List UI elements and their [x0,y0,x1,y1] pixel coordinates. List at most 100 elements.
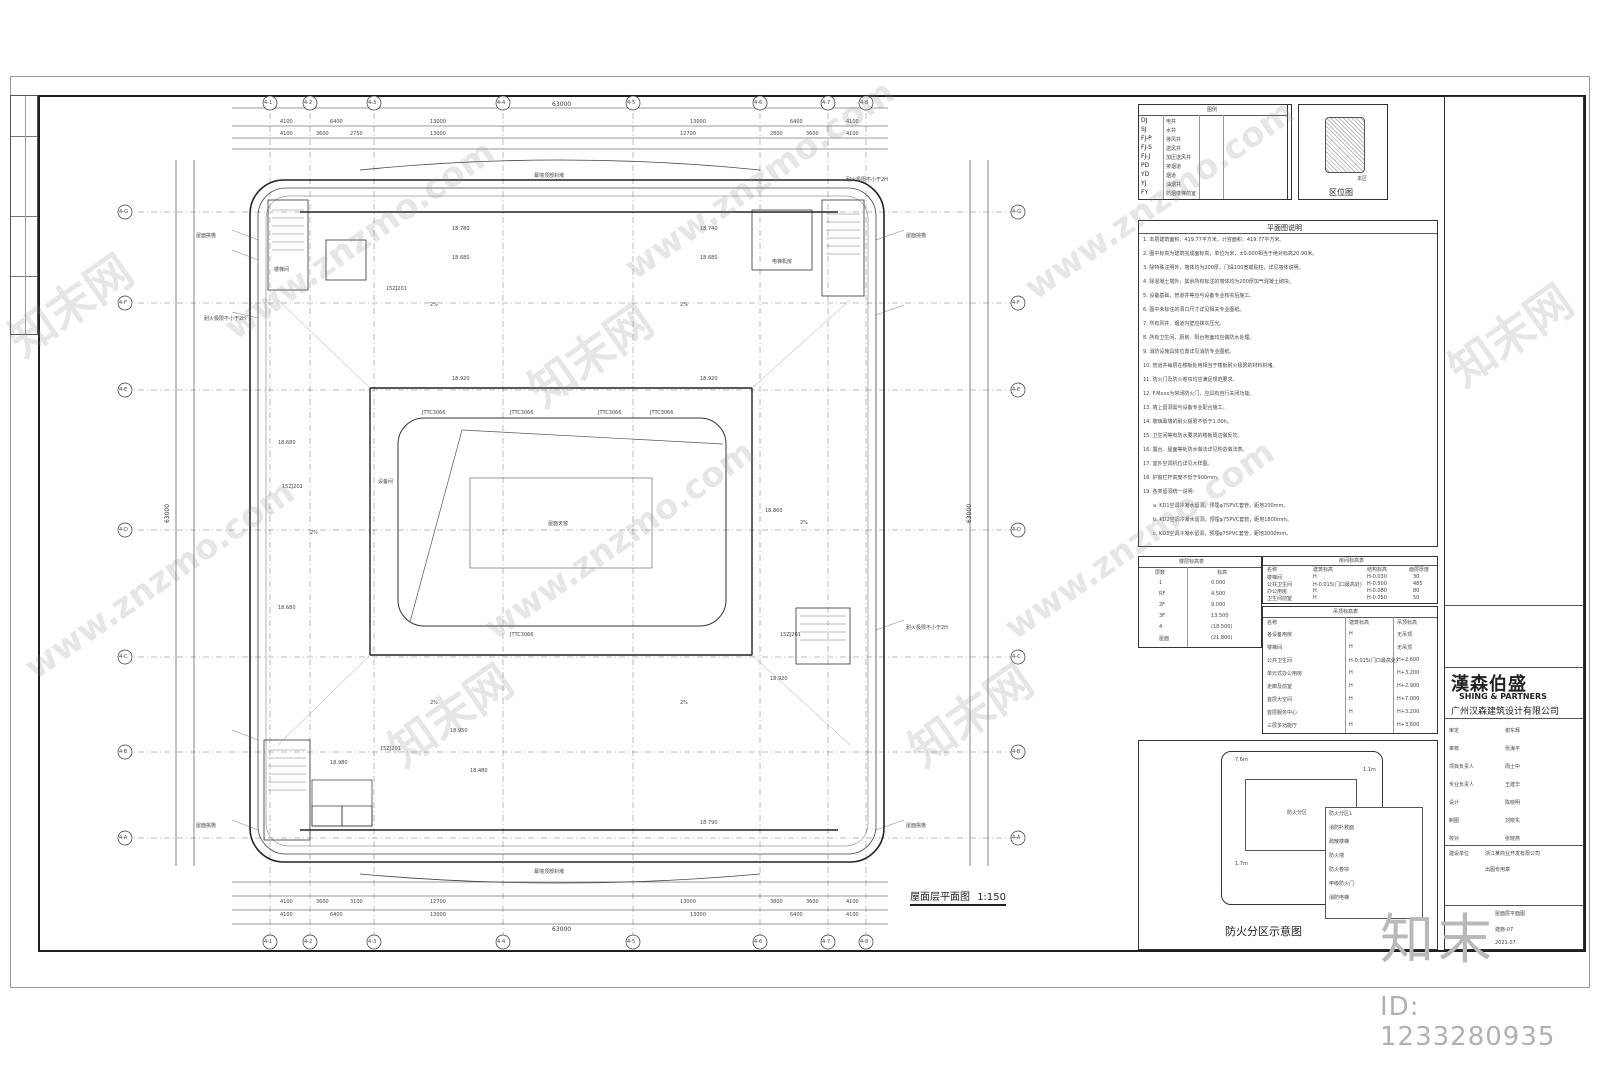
note-line: 5. 设备基础，管道井等应与设备专业核实后施工。 [1143,293,1255,299]
sig-role: 专业负责人 [1449,782,1475,788]
room-finish-cell: 50 [1413,595,1420,601]
ceiling-cell: H+3.200 [1397,670,1420,676]
project-label: 建设单位 [1449,851,1470,857]
fire-legend-item: 防火墙 [1329,853,1345,859]
dim-top2-1: 4100 [280,131,293,137]
note-line: 4. 除混凝土墙外，其余所有标注的墙体均为200厚加气混凝土砌块。 [1143,279,1294,285]
grid-label: 4-5 [627,939,636,945]
slope-label: 2% [430,302,438,308]
elevation-tag: 18.680 [700,255,718,261]
ceiling-cell: 楼梯间 [1267,645,1283,651]
stamp-label: 出图专用章 [1485,867,1511,873]
image-id: ID: 1233280935 [1380,992,1556,1052]
fire-diagram-title: 防火分区示意图 [1225,925,1302,938]
project-name: 浙江某商业开发有限公司 [1485,851,1541,857]
drawing-frame [38,95,1586,952]
slope-label: 2% [310,530,318,536]
note-line: 2. 图中标高为建筑完成面标高，单位为米，±0.000相当于绝对标高20.90米… [1143,251,1318,257]
note-subline: a. KD1空调冷凝水留洞，预埋φ75PVC套管，距地200mm。 [1153,503,1289,509]
ceiling-cell: 无吊顶 [1397,632,1413,638]
sig-role: 制图 [1449,818,1460,824]
elevation-tag: 18.920 [770,676,788,682]
room-finish-cell: 卫生间前室 [1267,596,1293,602]
dim-bot2-2: 6400 [330,912,343,918]
signature-rows: 审定 谢东辉 审核 张海平 项目负责人 周士中 专业负责人 王建华 设计 陈晓明… [1445,723,1583,843]
ceiling-cell: H [1349,644,1353,650]
room-finish-cell: H [1313,574,1317,580]
room-label-elevator: 电梯机房 [772,259,793,265]
floor-cell: 1 [1159,580,1163,586]
project-block: 建设单位 浙江某商业开发有限公司 出图专用章 [1445,845,1583,906]
grid-label: 4-G [1012,209,1022,215]
dim-bot-2: 3600 [316,899,329,905]
ceiling-header: 吊顶标高 [1397,620,1418,626]
floor-cell: 2F [1159,602,1166,608]
ridge-note: 屋面挑檐 [906,823,927,829]
room-finish-table: 房间标高表 名称 建筑标高 结构标高 面层厚度 楼梯间 H H-0.030 30… [1262,556,1438,604]
title-block: 漢森伯盛 SHING & PARTNERS 广州汉森建筑设计有限公司 审定 谢东… [1444,96,1584,950]
fire-rating-note: 耐火极限不小于2H [846,177,888,183]
dim-top-2: 6400 [330,119,343,125]
dim-bot-4: 12700 [430,899,446,905]
legend-code: PD [1141,162,1150,169]
room-finish-cell: 公共卫生间 [1267,582,1293,588]
elevation-tag: 18.680 [278,440,296,446]
fire-legend-item: 消防扑救面 [1329,825,1355,831]
sig-name: 刘晓东 [1505,818,1521,824]
ceiling-cell: 走廊及前室 [1267,684,1293,690]
grid-label: 4-7 [822,100,831,106]
legend-item: 防烟楼梯前室 [1166,191,1197,197]
sheet-info-block: 屋面层平面图 建施-07 2021.07 [1445,905,1583,952]
floor-cell: (21.800) [1211,635,1233,641]
legend-table: 图例 DJ SJ FJ-P FJ-S FJ-J PD YD YJ FY 电井 水… [1138,104,1288,200]
floor-cell: 3F [1159,613,1166,619]
ceiling-cell: 公共卫生间 [1267,658,1293,664]
sig-name: 张海平 [1505,746,1521,752]
elevation-tag: 18.950 [450,728,468,734]
ceiling-cell: H [1349,683,1353,689]
grid-label: 4-C [119,654,128,660]
ceiling-cell: H+3.200 [1397,709,1420,715]
fire-zone-diagram: 防火分区 7.6m 1.1m 1.7m 防火分区1 消防扑救面 疏散楼梯 防火墙… [1138,740,1438,950]
room-finish-cell: H-0.080 [1367,588,1387,594]
ceiling-title: 吊顶标高表 [1333,609,1359,615]
fire-legend-item: 防火分区1 [1329,811,1353,817]
ceiling-cell: 三层多功能厅 [1267,723,1298,729]
disclaimer-block [1445,97,1583,606]
note-line: 15. 卫生间等有防水要求的楼板周边做反坎。 [1143,433,1243,439]
dim-top2-6: 2800 [770,131,783,137]
sig-role: 校对 [1449,836,1460,842]
grid-label: 4-8 [860,100,869,106]
room-finish-cell: H [1313,588,1317,594]
grid-label: 4-4 [497,100,506,106]
detail-ref-label: 15ZJ201 [780,632,801,638]
sig-name: 王建华 [1505,782,1521,788]
legend-item: 加压送风井 [1166,155,1192,161]
dim-top2-7: 3600 [806,131,819,137]
notes-panel: 平面图说明 1. 本层建筑面积：419.77平方米，计容面积：419.77平方米… [1138,220,1438,547]
skylight-tag: JTTC3066 [650,410,674,416]
legend-item: 烟道 [1166,173,1177,179]
plan-scale: 1:150 [977,892,1007,903]
fire-rating-note: 耐火极限不小于2H [906,625,948,631]
skylight-tag: JTTC3066 [598,410,622,416]
note-subline: b. KD2空调冷凝水留洞，预埋φ75PVC套管，距地1800mm。 [1153,517,1292,523]
floor-cell: (18.500) [1211,624,1233,630]
room-finish-cell: H [1313,595,1317,601]
grid-label: 4-C [1012,654,1021,660]
dim-top2-3: 2750 [350,131,363,137]
keyplan-label: 本区 [1357,176,1368,182]
dim-bot-7: 3600 [806,899,819,905]
ridge-note: 屋面挑檐 [196,233,217,239]
dim-overall-bottom: 63000 [552,926,572,933]
room-finish-header: 结构标高 [1367,567,1388,573]
slope-label: 2% [680,700,688,706]
grid-label: 4-A [1012,835,1021,841]
floor-header: 标高 [1217,570,1228,576]
ceiling-cell: H-0.015(门口最高处) [1349,658,1398,664]
legend-item: 送风井 [1166,146,1182,152]
legend-item: 水井 [1166,128,1177,134]
elevation-tag: 18.980 [330,760,348,766]
grid-label: 4-3 [368,100,377,106]
room-finish-header: 名称 [1267,567,1278,573]
